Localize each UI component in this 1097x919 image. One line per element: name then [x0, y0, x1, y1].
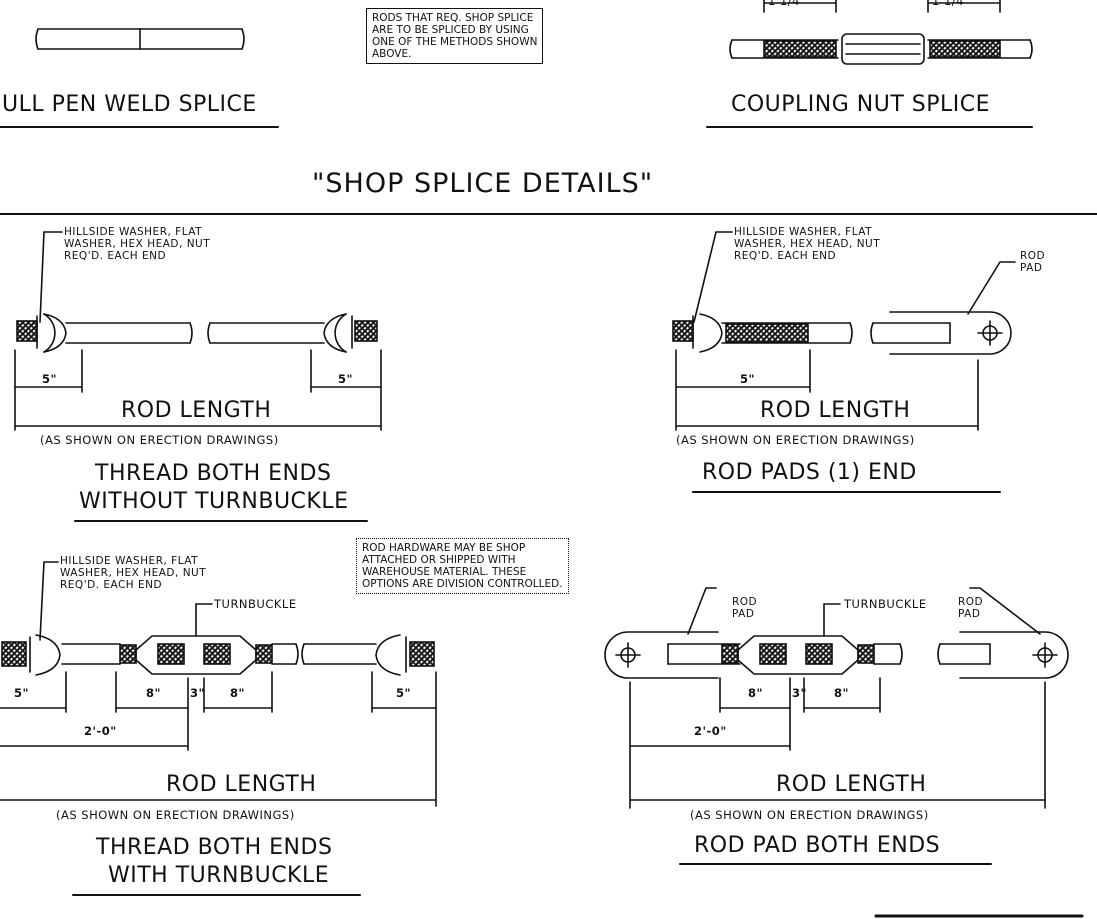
detail-c-title-2: WITH TURNBUCKLE: [108, 863, 330, 888]
detail-c-rod: [0, 561, 437, 807]
detail-b-dim-left: 5": [740, 372, 755, 386]
detail-c-turnbuckle-label: TURNBUCKLE: [214, 597, 297, 611]
coupling-nut-splice: [729, 0, 1033, 65]
detail-a-title-1: THREAD BOTH ENDS: [95, 461, 332, 486]
detail-a-dim-left: 5": [42, 372, 57, 386]
detail-c-note: HILLSIDE WASHER, FLAT WASHER, HEX HEAD, …: [60, 555, 207, 591]
detail-d-rod-pad-left: ROD PAD: [732, 596, 758, 620]
detail-c-dim-8-right: 8": [230, 686, 245, 700]
detail-d-dim-2ft: 2'-0": [694, 724, 727, 738]
detail-c-dim-5-right: 5": [396, 686, 411, 700]
section-title: "SHOP SPLICE DETAILS": [312, 168, 654, 199]
detail-a-note: HILLSIDE WASHER, FLAT WASHER, HEX HEAD, …: [64, 226, 211, 262]
detail-a-rod: [14, 231, 382, 431]
detail-b-rod-length: ROD LENGTH: [760, 398, 911, 423]
splice-note-box: RODS THAT REQ. SHOP SPLICE ARE TO BE SPL…: [366, 8, 544, 64]
detail-d-rod-length: ROD LENGTH: [776, 772, 927, 797]
detail-c-title-1: THREAD BOTH ENDS: [96, 835, 333, 860]
detail-b-rod-pad-label: ROD PAD: [1020, 250, 1046, 274]
detail-b-rod: [672, 231, 1016, 431]
detail-a-title-2: WITHOUT TURNBUCKLE: [79, 489, 349, 514]
full-pen-weld-rod: [35, 28, 245, 50]
detail-a-rod-length: ROD LENGTH: [121, 398, 272, 423]
detail-d-title: ROD PAD BOTH ENDS: [694, 833, 941, 858]
detail-a-as-shown: (AS SHOWN ON ERECTION DRAWINGS): [40, 433, 279, 447]
detail-c-as-shown: (AS SHOWN ON ERECTION DRAWINGS): [56, 808, 295, 822]
detail-b-as-shown: (AS SHOWN ON ERECTION DRAWINGS): [676, 433, 915, 447]
hardware-note-box: ROD HARDWARE MAY BE SHOP ATTACHED OR SHI…: [356, 538, 569, 594]
detail-b-title: ROD PADS (1) END: [702, 460, 917, 485]
detail-d-dim-8-left: 8": [748, 686, 763, 700]
detail-c-dim-2ft: 2'-0": [84, 724, 117, 738]
detail-c-dim-5-left: 5": [14, 686, 29, 700]
coupling-dim-left: 1 1/4": [768, 0, 806, 8]
detail-d-dim-3: 3": [792, 686, 807, 700]
detail-c-dim-3: 3": [190, 686, 205, 700]
detail-d-turnbuckle-label: TURNBUCKLE: [844, 597, 927, 611]
detail-a-dim-right: 5": [338, 372, 353, 386]
detail-c-rod-length: ROD LENGTH: [166, 772, 317, 797]
full-pen-weld-title: ULL PEN WELD SPLICE: [2, 92, 257, 117]
detail-d-rod-pad-right: ROD PAD: [958, 596, 984, 620]
coupling-dim-right: 1 1/4": [932, 0, 970, 8]
detail-b-note: HILLSIDE WASHER, FLAT WASHER, HEX HEAD, …: [734, 226, 881, 262]
detail-d-as-shown: (AS SHOWN ON ERECTION DRAWINGS): [690, 808, 929, 822]
detail-d-dim-8-right: 8": [834, 686, 849, 700]
detail-c-dim-8-left: 8": [146, 686, 161, 700]
coupling-title: COUPLING NUT SPLICE: [731, 92, 991, 117]
detail-d-rod: [604, 587, 1069, 809]
